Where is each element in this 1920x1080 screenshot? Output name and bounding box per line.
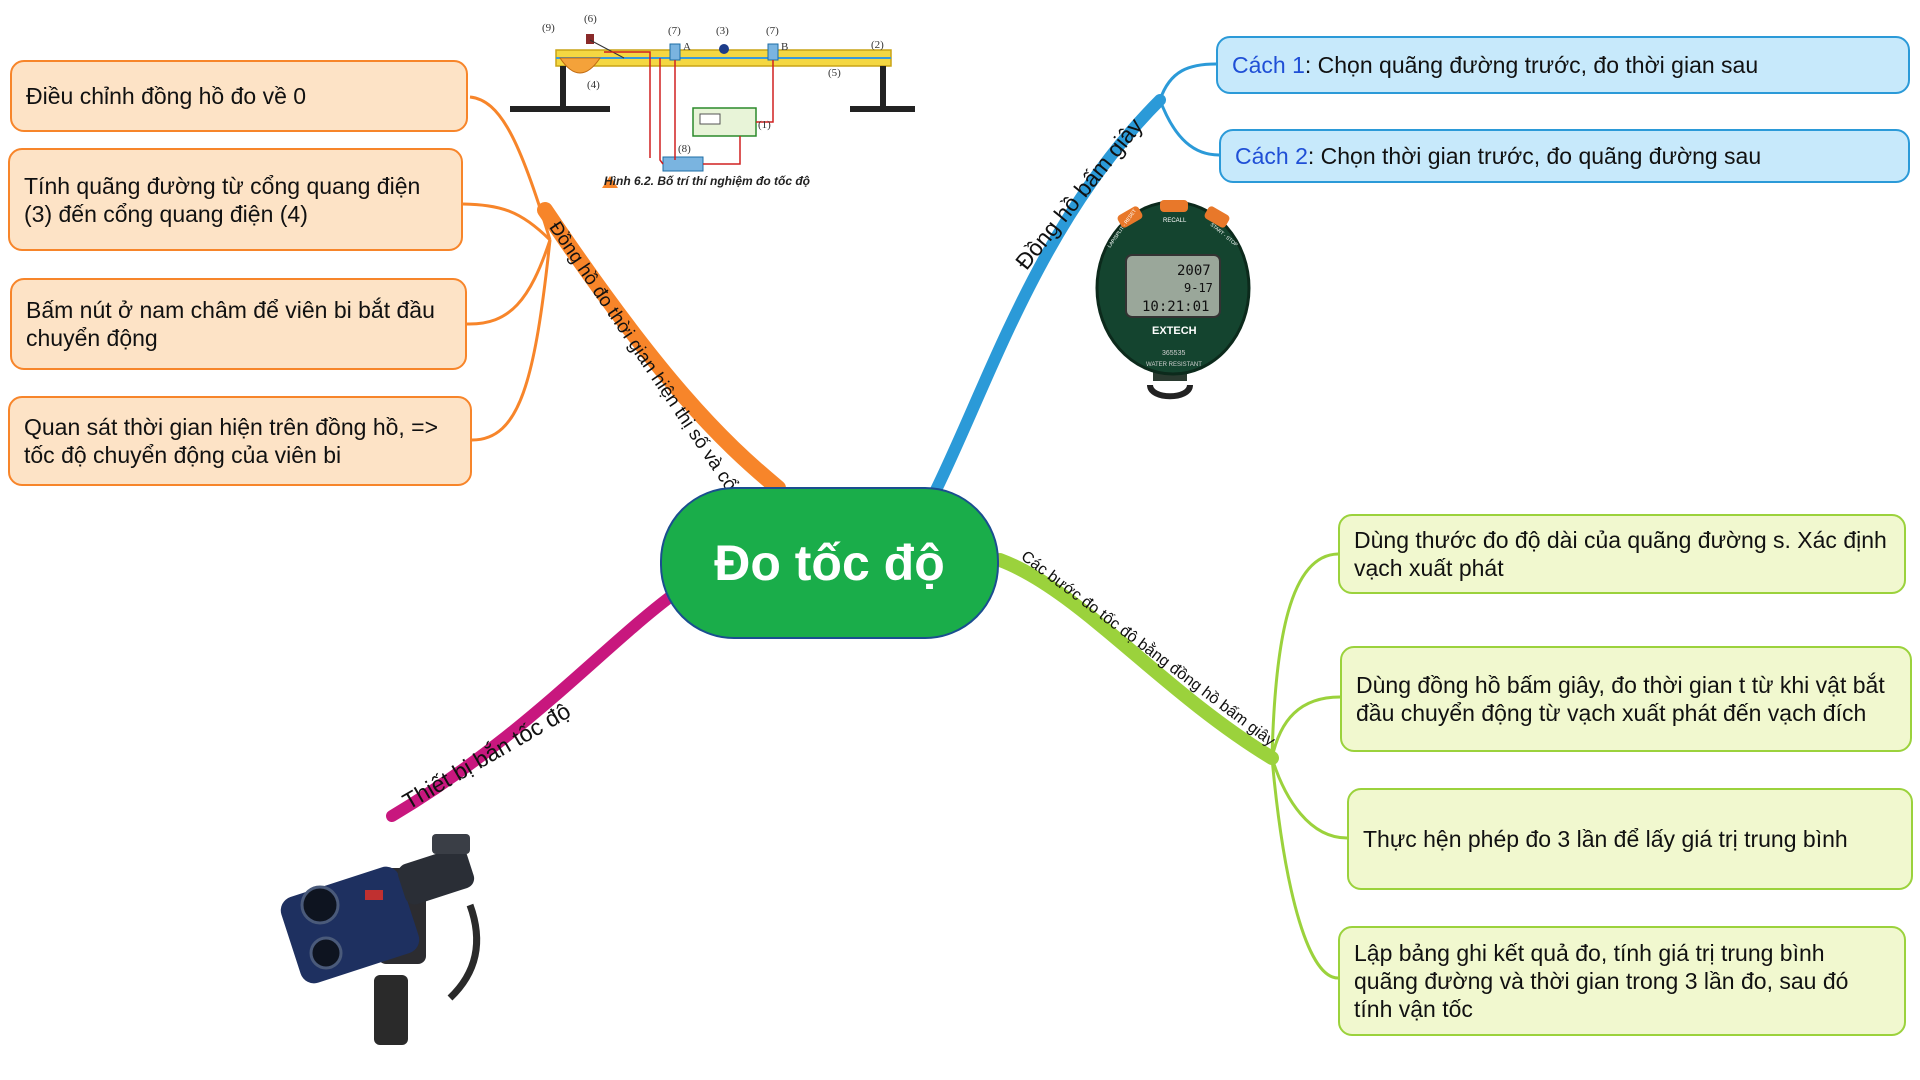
stopwatch-image: 2007 9-17 10:21:01 EXTECH 365535 RECALL … [1095, 200, 1251, 400]
node-method-1[interactable]: Cách 1: Chọn quãng đường trước, đo thời … [1216, 36, 1910, 94]
stopwatch-model: 365535 [1162, 350, 1185, 357]
fig-label-3: (3) [716, 25, 729, 37]
node-step-table[interactable]: Lập bảng ghi kết quả đo, tính giá trị tr… [1338, 926, 1906, 1036]
method-1-prefix: Cách 1 [1232, 52, 1305, 78]
node-step-measure-time-text: Dùng đồng hồ bấm giây, đo thời gian t từ… [1356, 672, 1885, 726]
stopwatch-water: WATER RESISTANT [1146, 362, 1202, 368]
stopwatch-brand: EXTECH [1152, 325, 1197, 337]
node-compute-distance-text: Tính quãng đường từ cổng quang điện (3) … [24, 172, 421, 227]
node-press-button-text: Bấm nút ở nam châm để viên bi bắt đầu ch… [26, 297, 435, 351]
node-step-measure-time[interactable]: Dùng đồng hồ bấm giây, đo thời gian t từ… [1340, 646, 1912, 752]
node-compute-distance[interactable]: Tính quãng đường từ cổng quang điện (3) … [8, 148, 463, 251]
method-1-body: : Chọn quãng đường trước, đo thời gian s… [1304, 52, 1759, 78]
blue-connectors [1158, 62, 1220, 157]
node-step-repeat-text: Thực hện phép đo 3 lần để lấy giá trị tr… [1363, 826, 1848, 852]
node-observe-time[interactable]: Quan sát thời gian hiện trên đồng hồ, =>… [8, 396, 472, 486]
green-connectors [1270, 552, 1348, 980]
stopwatch-display-line1: 2007 [1177, 263, 1211, 279]
central-topic[interactable]: Đo tốc độ [660, 487, 999, 639]
fig-label-2: (2) [871, 39, 884, 51]
node-reset-clock[interactable]: Điều chỉnh đồng hồ đo về 0 [10, 60, 468, 132]
branch-steps [993, 553, 1279, 765]
node-step-table-text: Lập bảng ghi kết quả đo, tính giá trị tr… [1354, 940, 1849, 1022]
node-observe-time-text: Quan sát thời gian hiện trên đồng hồ, =>… [24, 414, 439, 468]
node-method-1-text: Cách 1: Chọn quãng đường trước, đo thời … [1232, 51, 1758, 79]
fig-label-5: (5) [828, 67, 841, 79]
stopwatch-display-line3: 10:21:01 [1142, 299, 1209, 315]
stopwatch-display-line2: 9-17 [1184, 281, 1213, 295]
figure-caption: Hình 6.2. Bố trí thí nghiệm đo tốc độ [604, 174, 810, 188]
node-press-button[interactable]: Bấm nút ở nam châm để viên bi bắt đầu ch… [10, 278, 467, 370]
fig-label-7a: (7) [668, 25, 681, 37]
stopwatch-recall: RECALL [1163, 218, 1187, 224]
node-step-measure-distance[interactable]: Dùng thước đo độ dài của quãng đường s. … [1338, 514, 1906, 594]
fig-label-b: B [781, 41, 788, 53]
method-2-body: : Chọn thời gian trước, đo quãng đường s… [1307, 143, 1762, 169]
fig-label-7b: (7) [766, 25, 779, 37]
branch-digital-clock [537, 202, 786, 496]
node-method-2-text: Cách 2: Chọn thời gian trước, đo quãng đ… [1235, 142, 1761, 170]
fig-label-a: A [683, 41, 691, 53]
branch-speed-gun [386, 591, 676, 822]
orange-connectors [462, 95, 552, 442]
fig-label-9: (9) [542, 22, 555, 34]
node-method-2[interactable]: Cách 2: Chọn thời gian trước, đo quãng đ… [1219, 129, 1910, 183]
fig-label-6: (6) [584, 13, 597, 25]
fig-label-4: (4) [587, 79, 600, 91]
method-2-prefix: Cách 2 [1235, 143, 1308, 169]
branch-stopwatch [929, 94, 1166, 498]
experiment-figure: (9) (6) (7) (3) (7) (2) (4) (5) (1) (8) … [510, 13, 915, 188]
node-reset-clock-text: Điều chỉnh đồng hồ đo về 0 [26, 83, 307, 109]
fig-label-1: (1) [758, 119, 771, 131]
fig-label-8: (8) [678, 143, 691, 155]
node-step-measure-distance-text: Dùng thước đo độ dài của quãng đường s. … [1354, 527, 1887, 581]
node-step-repeat[interactable]: Thực hện phép đo 3 lần để lấy giá trị tr… [1347, 788, 1913, 890]
speed-gun-image [280, 834, 481, 1045]
